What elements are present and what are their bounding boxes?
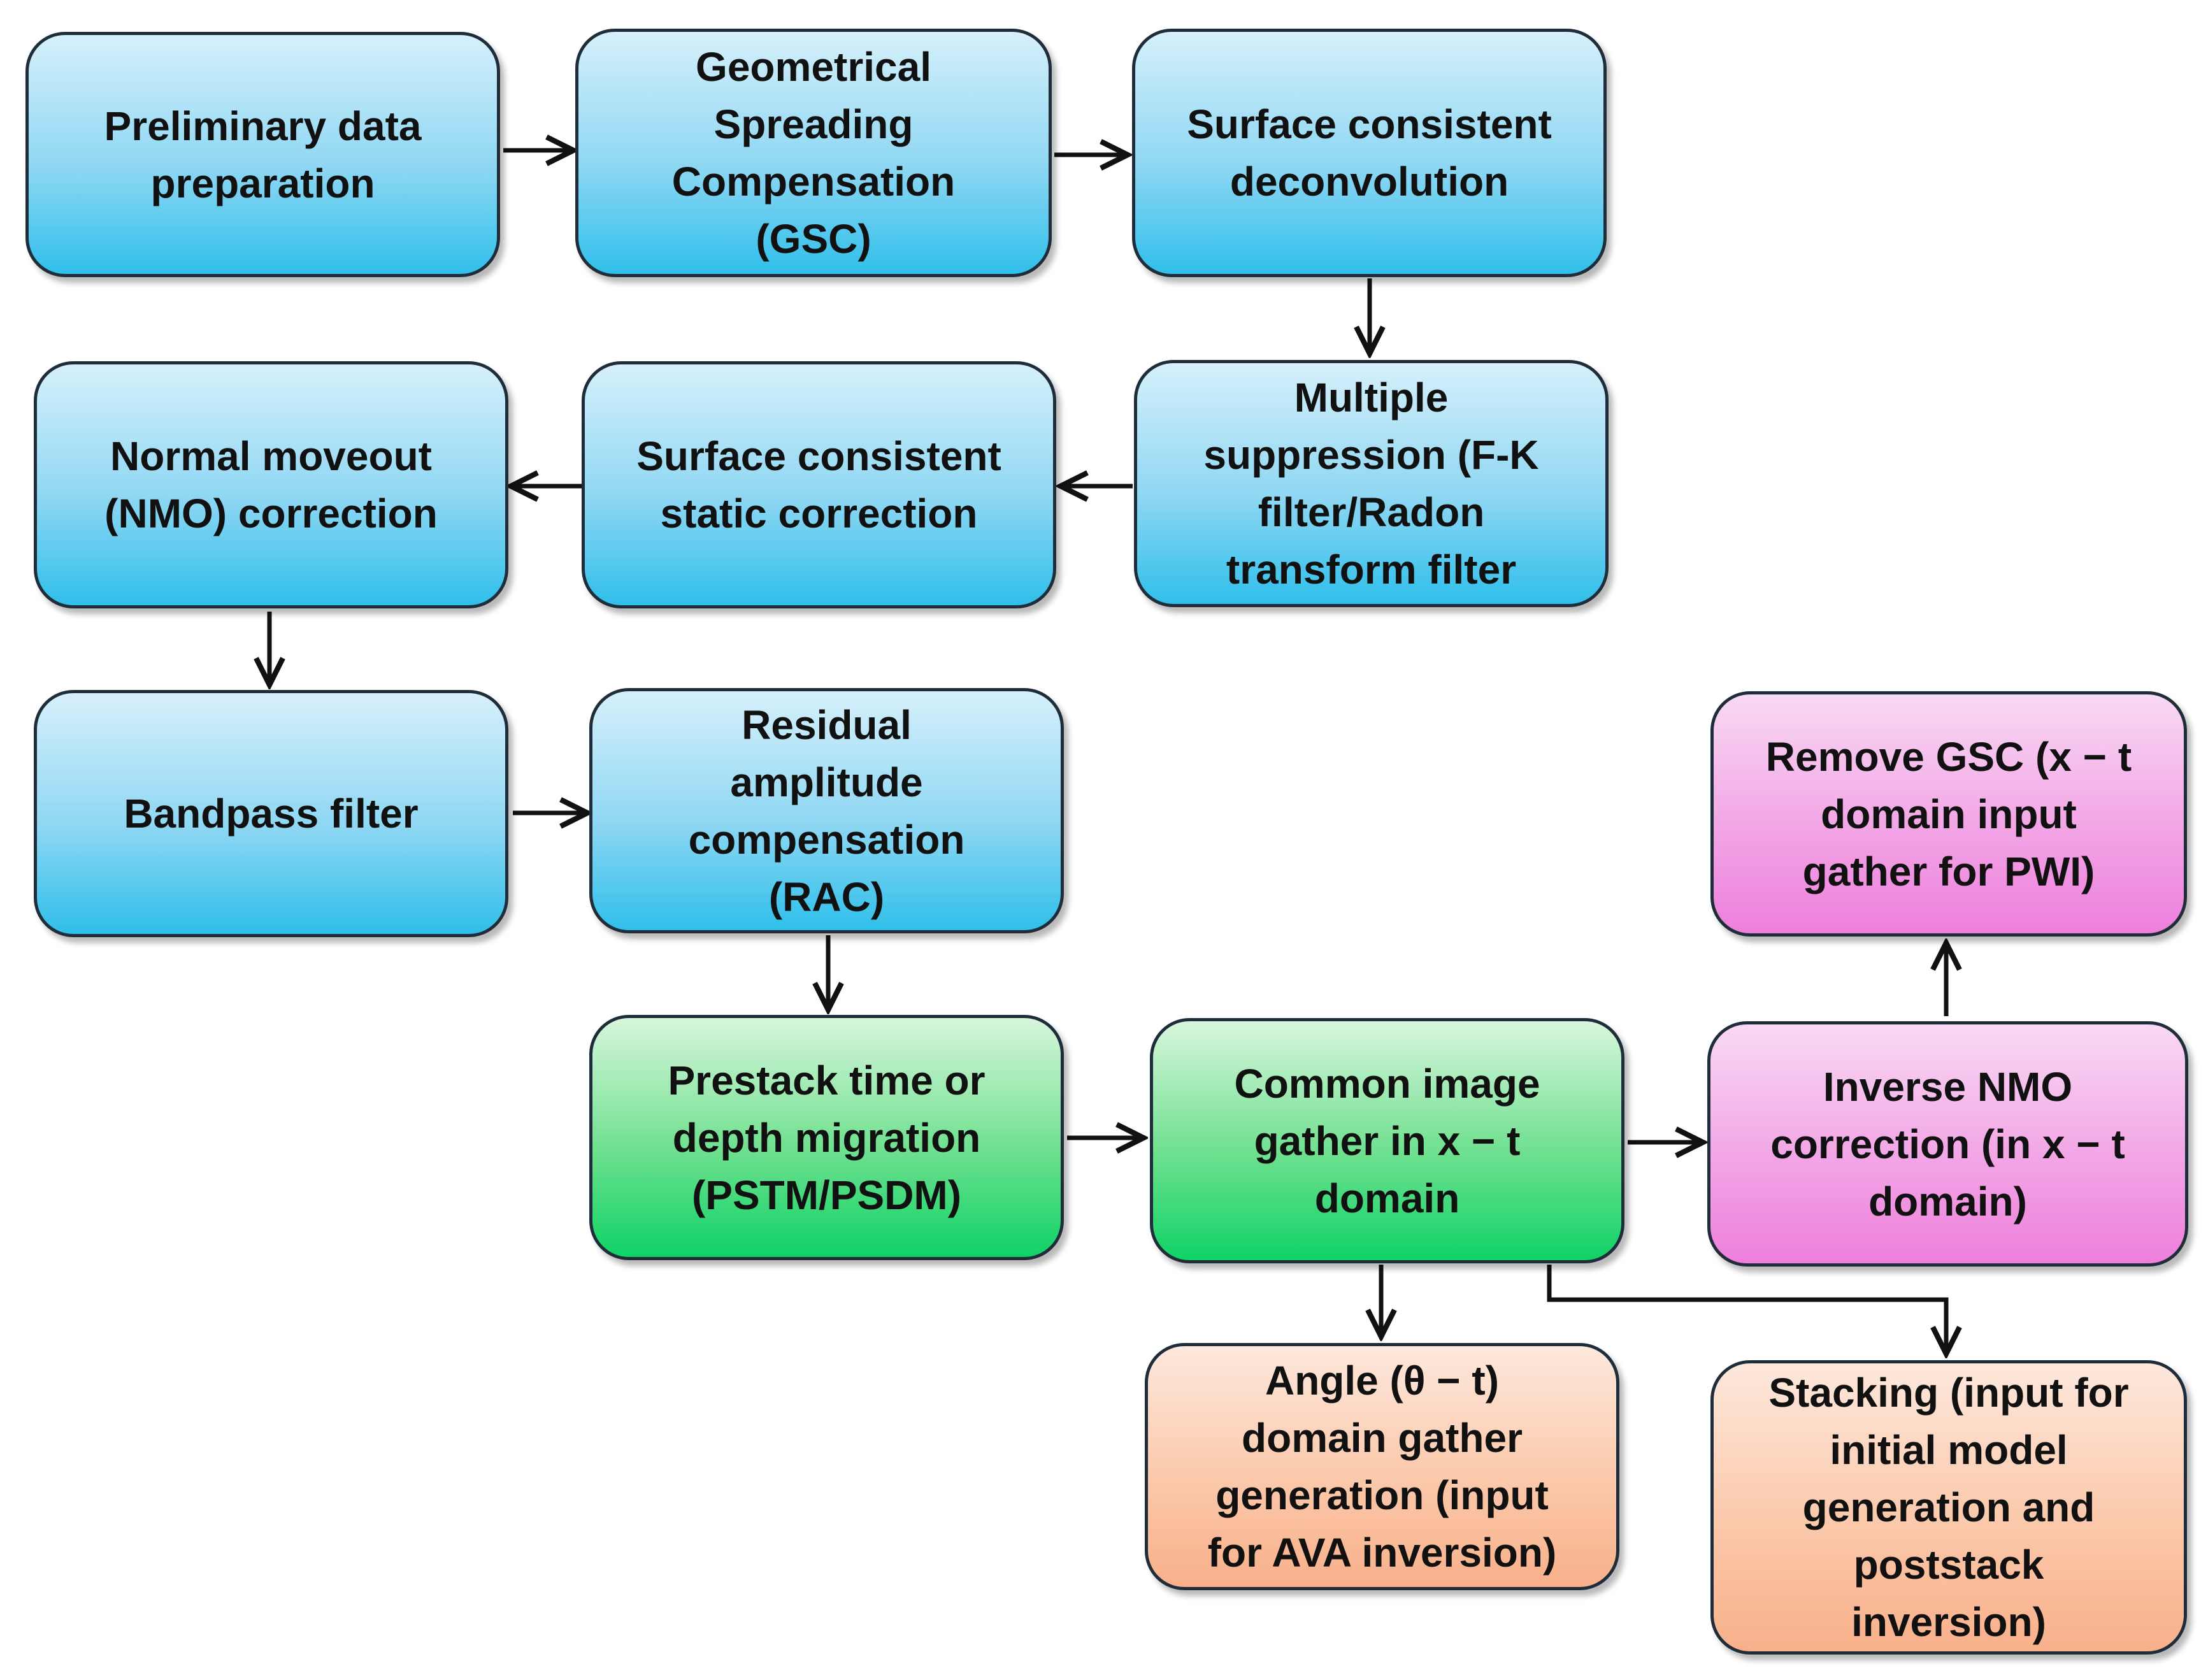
common-image-gather-box: Common image gather in x − t domain [1150, 1018, 1624, 1263]
remove-gsc-box: Remove GSC (x − t domain input gather fo… [1710, 691, 2187, 937]
surface-consistent-static-correction-label: Surface consistent static correction [636, 433, 1001, 536]
normal-moveout-correction-box: Normal moveout (NMO) correction [34, 361, 508, 608]
inverse-nmo-correction-label: Inverse NMO correction (in x − t domain) [1770, 1063, 2125, 1224]
residual-amplitude-compensation-label: Residual amplitude compensation (RAC) [688, 701, 965, 920]
inverse-nmo-correction-box: Inverse NMO correction (in x − t domain) [1707, 1021, 2188, 1267]
surface-consistent-static-correction-box: Surface consistent static correction [582, 361, 1056, 608]
geometrical-spreading-compensation-label: Geometrical Spreading Compensation (GSC) [671, 44, 956, 262]
prestack-migration-label: Prestack time or depth migration (PSTM/P… [668, 1057, 986, 1218]
angle-domain-gather-label: Angle (θ − t) domain gather generation (… [1207, 1358, 1557, 1576]
prestack-migration-box: Prestack time or depth migration (PSTM/P… [589, 1015, 1064, 1260]
angle-domain-gather-box: Angle (θ − t) domain gather generation (… [1145, 1343, 1619, 1590]
remove-gsc-label: Remove GSC (x − t domain input gather fo… [1765, 733, 2132, 894]
bandpass-filter-label: Bandpass filter [124, 791, 419, 836]
surface-consistent-deconvolution-label: Surface consistent deconvolution [1187, 101, 1552, 205]
stacking-box: Stacking (input for initial model genera… [1710, 1360, 2187, 1655]
bandpass-filter-box: Bandpass filter [34, 690, 508, 937]
multiple-suppression-box: Multiple suppression (F-K filter/Radon t… [1134, 360, 1609, 607]
common-image-gather-label: Common image gather in x − t domain [1234, 1060, 1540, 1221]
surface-consistent-deconvolution-box: Surface consistent deconvolution [1132, 29, 1607, 277]
multiple-suppression-label: Multiple suppression (F-K filter/Radon t… [1203, 375, 1539, 592]
stacking-label: Stacking (input for initial model genera… [1768, 1370, 2129, 1645]
normal-moveout-correction-label: Normal moveout (NMO) correction [104, 433, 438, 536]
geometrical-spreading-compensation-box: Geometrical Spreading Compensation (GSC) [575, 29, 1052, 277]
residual-amplitude-compensation-box: Residual amplitude compensation (RAC) [589, 688, 1064, 933]
preliminary-data-preparation-label: Preliminary data preparation [104, 103, 422, 206]
arrow-cig-to-stacking [1547, 1265, 1946, 1354]
preliminary-data-preparation-box: Preliminary data preparation [25, 32, 500, 277]
